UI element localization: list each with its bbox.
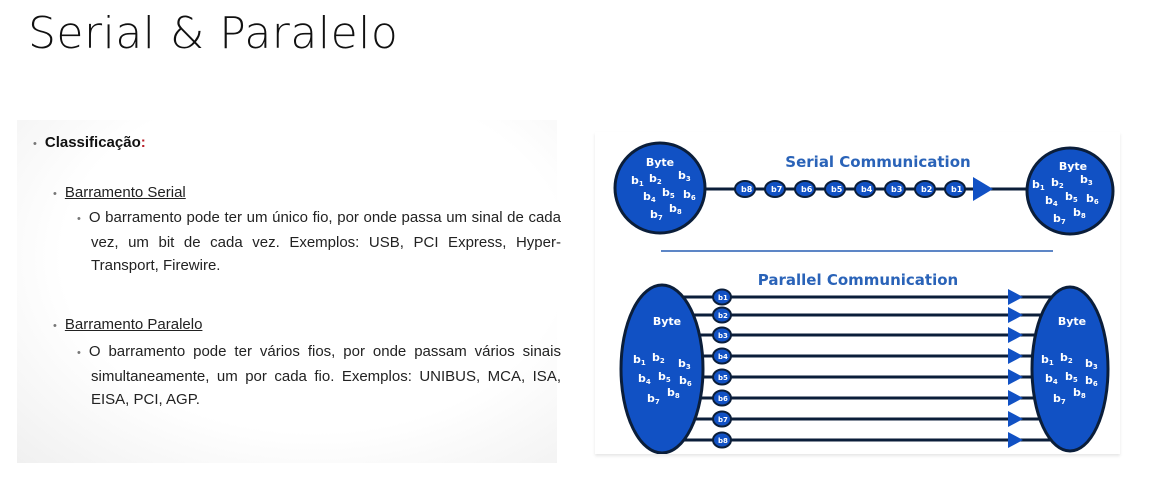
serial-title: Serial Communication (785, 153, 970, 171)
parallel-bus-heading: •Barramento Paralelo (53, 316, 203, 333)
serial-arrow-icon (973, 177, 993, 201)
svg-text:Byte: Byte (1059, 160, 1087, 173)
bullet-icon: • (77, 347, 81, 359)
parallel-destination-byte: Byte b1 b2 b3 b4 b5 b6 b7 b8 (1030, 285, 1110, 453)
serial-source-byte: Byte b1 b2 b3 b4 b5 b6 b7 b8 (613, 141, 707, 235)
serial-destination-byte: Byte b1 b2 b3 b4 b5 b6 b7 b8 (1025, 146, 1115, 236)
serial-parallel-diagram: Serial Communication Byte b1 b2 b3 b4 b5… (595, 132, 1120, 455)
svg-text:b4: b4 (718, 353, 728, 361)
svg-text:b5: b5 (718, 374, 728, 382)
classification-heading: •Classificação: (33, 134, 146, 151)
parallel-arrows-icon (1008, 289, 1023, 448)
svg-text:b7: b7 (771, 185, 782, 194)
svg-text:b7: b7 (718, 416, 728, 424)
parallel-bus-description: •O barramento pode ter vários fios, por … (77, 343, 561, 408)
svg-text:b6: b6 (801, 185, 813, 194)
svg-text:b8: b8 (718, 437, 728, 445)
svg-text:b2: b2 (921, 185, 932, 194)
svg-text:b3: b3 (718, 332, 728, 340)
bullet-icon: • (53, 320, 57, 332)
bullet-icon: • (33, 138, 37, 150)
serial-bits-on-wire: b8 b7 b6 b5 b4 b3 b2 b1 (734, 180, 966, 198)
svg-text:b1: b1 (951, 185, 963, 194)
parallel-communication-diagram: Parallel Communication (619, 271, 1110, 455)
svg-text:b2: b2 (718, 312, 728, 320)
svg-text:b6: b6 (718, 395, 728, 403)
serial-communication-diagram: Serial Communication Byte b1 b2 b3 b4 b5… (613, 141, 1115, 236)
parallel-title: Parallel Communication (758, 271, 958, 289)
svg-text:b1: b1 (718, 294, 728, 302)
svg-text:b8: b8 (741, 185, 753, 194)
svg-text:Byte: Byte (646, 156, 674, 169)
svg-text:Byte: Byte (1058, 315, 1086, 328)
parallel-bits-on-wires: b1 b2 b3 b4 b5 b6 b7 b8 (712, 288, 732, 449)
parallel-source-byte: Byte b1 b2 b3 b4 b5 b6 b7 b8 (619, 283, 705, 455)
classification-text-panel: •Classificação: •Barramento Serial •O ba… (17, 120, 561, 463)
svg-text:b3: b3 (891, 185, 902, 194)
serial-bus-heading: •Barramento Serial (53, 184, 186, 201)
bullet-icon: • (53, 188, 57, 200)
bullet-icon: • (77, 213, 81, 225)
slide-title: Serial & Paralelo (28, 8, 399, 59)
svg-text:Byte: Byte (653, 315, 681, 328)
svg-text:b5: b5 (831, 185, 843, 194)
svg-text:b4: b4 (861, 185, 873, 194)
serial-bus-description: •O barramento pode ter um único fio, por… (77, 209, 561, 274)
